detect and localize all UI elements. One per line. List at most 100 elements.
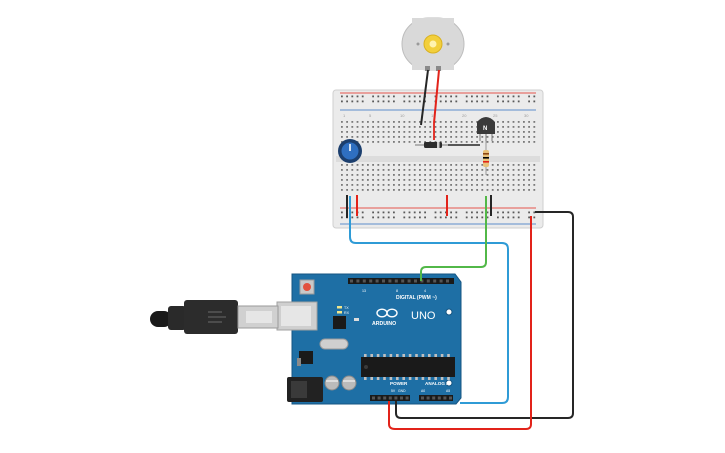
breadboard-hole <box>465 189 468 191</box>
wire-green-transistor-to-d9[interactable] <box>420 196 487 281</box>
resistor[interactable] <box>483 141 489 175</box>
rail-hole <box>424 211 426 214</box>
breadboard-hole <box>450 179 452 181</box>
breadboard-hole <box>439 141 442 143</box>
rail-hole <box>502 211 504 214</box>
rail-hole <box>351 211 354 214</box>
breadboard-hole <box>523 179 525 181</box>
diode[interactable] <box>415 142 448 148</box>
breadboard-hole <box>346 164 348 166</box>
rail-hole <box>439 216 442 219</box>
breadboard-hole <box>341 164 343 166</box>
chip-pin <box>415 354 418 357</box>
rail-hole <box>465 95 468 98</box>
breadboard-hole <box>507 164 510 166</box>
chip-pin <box>376 377 380 380</box>
column-number: 1 <box>343 113 346 118</box>
breadboard-hole <box>413 136 416 138</box>
breadboard-hole <box>367 136 369 138</box>
breadboard-hole <box>476 179 478 181</box>
chip-pin <box>421 377 425 380</box>
breadboard-hole <box>512 126 515 128</box>
breadboard-hole <box>387 174 390 176</box>
rail-hole <box>419 95 421 98</box>
breadboard-hole <box>398 169 400 171</box>
breadboard-hole <box>382 141 385 143</box>
breadboard-hole <box>398 121 400 123</box>
breadboard-hole <box>523 121 525 123</box>
breadboard-hole <box>413 131 416 133</box>
breadboard-hole <box>439 174 442 176</box>
breadboard-hole <box>424 184 426 186</box>
breadboard-hole <box>387 131 390 133</box>
breadboard-hole <box>424 164 426 166</box>
dc-motor[interactable] <box>401 17 465 71</box>
rail-hole <box>481 95 484 98</box>
rail-hole <box>403 211 406 214</box>
header-pin <box>377 396 381 400</box>
breadboard-column-numbers: 1 5 10 15 20 25 30 <box>343 113 529 118</box>
breadboard-hole <box>403 174 406 176</box>
motor-screw <box>416 42 420 46</box>
breadboard-hole <box>341 131 343 133</box>
wire-motor-black[interactable] <box>420 69 429 126</box>
breadboard-hole <box>465 131 468 133</box>
dc-motor-icon <box>429 40 437 48</box>
breadboard-hole <box>465 174 468 176</box>
breadboard-hole <box>502 179 504 181</box>
breadboard-hole <box>429 179 432 181</box>
breadboard-hole <box>424 126 426 128</box>
breadboard-hole <box>455 179 458 181</box>
npn-transistor[interactable]: N <box>477 117 495 141</box>
breadboard-hole <box>361 126 364 128</box>
breadboard-hole <box>372 169 374 171</box>
breadboard-hole <box>403 126 406 128</box>
chip-pin <box>434 377 437 380</box>
header-pin <box>405 396 409 400</box>
chip-pin <box>402 377 405 380</box>
breadboard-hole <box>367 164 369 166</box>
crystal-oscillator <box>319 338 349 350</box>
breadboard-hole <box>398 189 400 191</box>
arduino-uno-board[interactable]: DIGITAL (PWM ~) 13 8 4 TX RX ARDUINO UNO <box>276 273 462 405</box>
breadboard-hole <box>476 136 478 138</box>
breadboard-hole <box>460 184 463 186</box>
digital-header-pins <box>350 279 449 283</box>
wire-motor-red[interactable] <box>433 69 440 124</box>
breadboard-hole <box>413 121 416 123</box>
breadboard-hole <box>434 136 437 138</box>
rail-hole <box>517 95 520 98</box>
breadboard-hole <box>465 141 468 143</box>
mounting-hole <box>445 308 453 316</box>
chip-pin <box>402 354 405 357</box>
breadboard-hole <box>517 136 520 138</box>
rail-hole <box>481 211 484 214</box>
rail-hole <box>408 211 411 214</box>
rail-hole <box>471 95 473 98</box>
potentiometer[interactable] <box>338 139 362 163</box>
breadboard-hole <box>471 189 473 191</box>
header-pin <box>426 279 430 283</box>
npn-transistor-icon <box>477 117 495 134</box>
wire-black-rail-to-gnd[interactable] <box>395 211 574 419</box>
reset-button-cap <box>303 283 311 291</box>
breadboard-hole <box>408 121 411 123</box>
usb-cable[interactable] <box>150 300 279 334</box>
header-pin <box>443 396 447 400</box>
breadboard-hole <box>372 121 374 123</box>
rail-hole <box>413 216 416 219</box>
breadboard-hole <box>497 169 499 171</box>
rail-hole <box>408 95 411 98</box>
microcontroller-pins <box>364 354 450 380</box>
breadboard[interactable]: 1 5 10 15 20 25 30 <box>332 89 544 229</box>
rail-hole <box>341 211 343 214</box>
breadboard-hole <box>387 121 390 123</box>
breadboard-hole <box>481 136 484 138</box>
wire-red-rail-to-5v[interactable] <box>388 216 532 430</box>
breadboard-hole <box>491 164 494 166</box>
rail-hole <box>413 100 416 103</box>
wire-blue-pot-to-a0[interactable] <box>349 196 509 404</box>
breadboard-hole <box>424 174 426 176</box>
breadboard-hole <box>512 184 515 186</box>
